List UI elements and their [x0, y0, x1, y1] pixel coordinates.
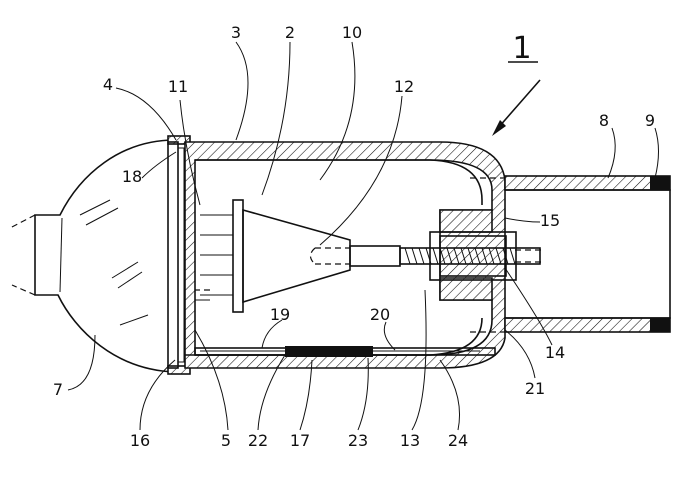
label-12: 12: [394, 77, 414, 96]
label-11: 11: [168, 77, 188, 96]
reference-arrow: [492, 61, 541, 136]
rear-tube: [504, 175, 671, 333]
label-16: 16: [130, 431, 150, 450]
reference-labels: 1 2 3 4 5 7 8 9 10 11 12 13 14 15 16 17 …: [53, 23, 655, 450]
label-24: 24: [448, 431, 468, 450]
leader-lines: [67, 41, 659, 431]
label-18: 18: [122, 167, 142, 186]
dome-cap: [9, 135, 191, 375]
threaded-rod: [349, 231, 545, 281]
label-1: 1: [512, 31, 531, 66]
label-3: 3: [231, 23, 241, 42]
label-2: 2: [285, 23, 295, 42]
heater-element: [194, 346, 496, 357]
label-5: 5: [221, 431, 231, 450]
label-13: 13: [400, 431, 420, 450]
label-4: 4: [103, 75, 113, 94]
label-21: 21: [525, 379, 545, 398]
label-23: 23: [348, 431, 368, 450]
label-9: 9: [645, 111, 655, 130]
label-20: 20: [370, 305, 390, 324]
label-15: 15: [540, 211, 560, 230]
label-7: 7: [53, 380, 63, 399]
label-22: 22: [248, 431, 268, 450]
label-17: 17: [290, 431, 310, 450]
reflector-cone: [200, 199, 351, 313]
label-10: 10: [342, 23, 362, 42]
label-19: 19: [270, 305, 290, 324]
label-14: 14: [545, 343, 565, 362]
label-8: 8: [599, 111, 609, 130]
